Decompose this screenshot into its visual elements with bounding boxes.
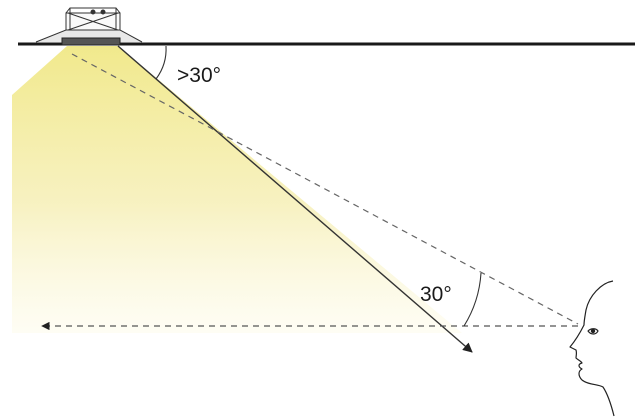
light-cone — [12, 46, 462, 333]
upper-angle-label: >30° — [177, 64, 221, 87]
lower-angle-arc — [463, 272, 482, 327]
observer-head-icon — [569, 280, 615, 417]
lower-angle-label: 30° — [420, 283, 452, 306]
sightline-dashed — [71, 53, 579, 325]
upper-angle-arc — [155, 45, 167, 80]
luminaire-icon — [35, 7, 143, 46]
light-ray-arrow — [117, 45, 473, 353]
